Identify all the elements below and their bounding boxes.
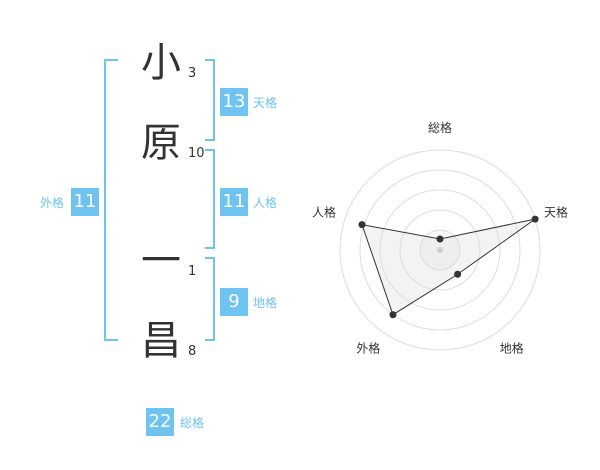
radar-axis-label-4: 人格 (312, 204, 336, 219)
soukaku-value: 22 (146, 408, 174, 436)
radar-point-3 (389, 311, 397, 319)
tenkaku-bracket (205, 59, 215, 141)
radar-points (358, 215, 539, 319)
radar-ring-5 (339, 149, 541, 351)
radar-ring-2 (399, 209, 481, 291)
radar-center-dot (437, 247, 443, 253)
radar-axis-label-1: 天格 (544, 204, 568, 219)
radar-ring-4 (359, 169, 521, 331)
tenkaku-label: 天格 (253, 96, 278, 110)
chikaku-value: 9 (220, 288, 248, 316)
name-char-2: 原 (141, 120, 181, 166)
gaikaku-bracket (104, 59, 118, 341)
jinkaku-bracket (205, 149, 215, 249)
radar-axis-label-3: 外格 (356, 341, 380, 356)
radar-point-2 (454, 270, 462, 278)
gaikaku-value: 11 (71, 188, 99, 216)
stroke-count-4: 8 (188, 344, 197, 359)
stroke-count-3: 1 (188, 264, 197, 279)
radar-axis-label-2: 地格 (500, 341, 524, 356)
radar-axis-label-0: 総格 (428, 120, 452, 135)
stroke-count-1: 3 (188, 66, 197, 81)
radar-polygon (361, 218, 536, 316)
radar-point-0 (436, 235, 444, 243)
chikaku-bracket (205, 257, 215, 341)
tenkaku-value: 13 (220, 88, 248, 116)
radar-ring-3 (379, 189, 501, 311)
jinkaku-label: 人格 (253, 196, 278, 210)
name-char-4: 昌 (141, 318, 181, 364)
gaikaku-label: 外格 (40, 196, 65, 210)
chikaku-label: 地格 (253, 296, 278, 310)
radar-point-4 (358, 221, 366, 229)
radar-point-1 (531, 215, 539, 223)
jinkaku-value: 11 (220, 188, 248, 216)
name-char-3: 一 (141, 238, 181, 284)
stroke-count-2: 10 (188, 146, 205, 161)
soukaku-label: 総格 (180, 416, 205, 430)
name-char-1: 小 (141, 40, 181, 86)
